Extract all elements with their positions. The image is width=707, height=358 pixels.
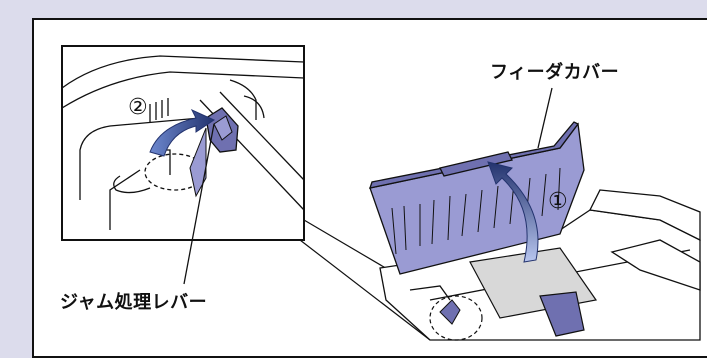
leader-lines xyxy=(183,87,553,285)
step-2-marker: ② xyxy=(128,95,148,120)
lift-arrow xyxy=(487,161,539,263)
jam-lever-part xyxy=(189,107,239,198)
step-1-marker: ① xyxy=(548,189,568,214)
jammed-paper xyxy=(469,247,598,337)
jam-lever-label: ジャム処理レバー xyxy=(60,292,208,313)
feeder-cover-label: フィーダカバー xyxy=(490,62,620,83)
rotate-arrow xyxy=(149,108,216,157)
lever-location-marker xyxy=(429,295,483,341)
inset-zoom xyxy=(61,45,305,241)
